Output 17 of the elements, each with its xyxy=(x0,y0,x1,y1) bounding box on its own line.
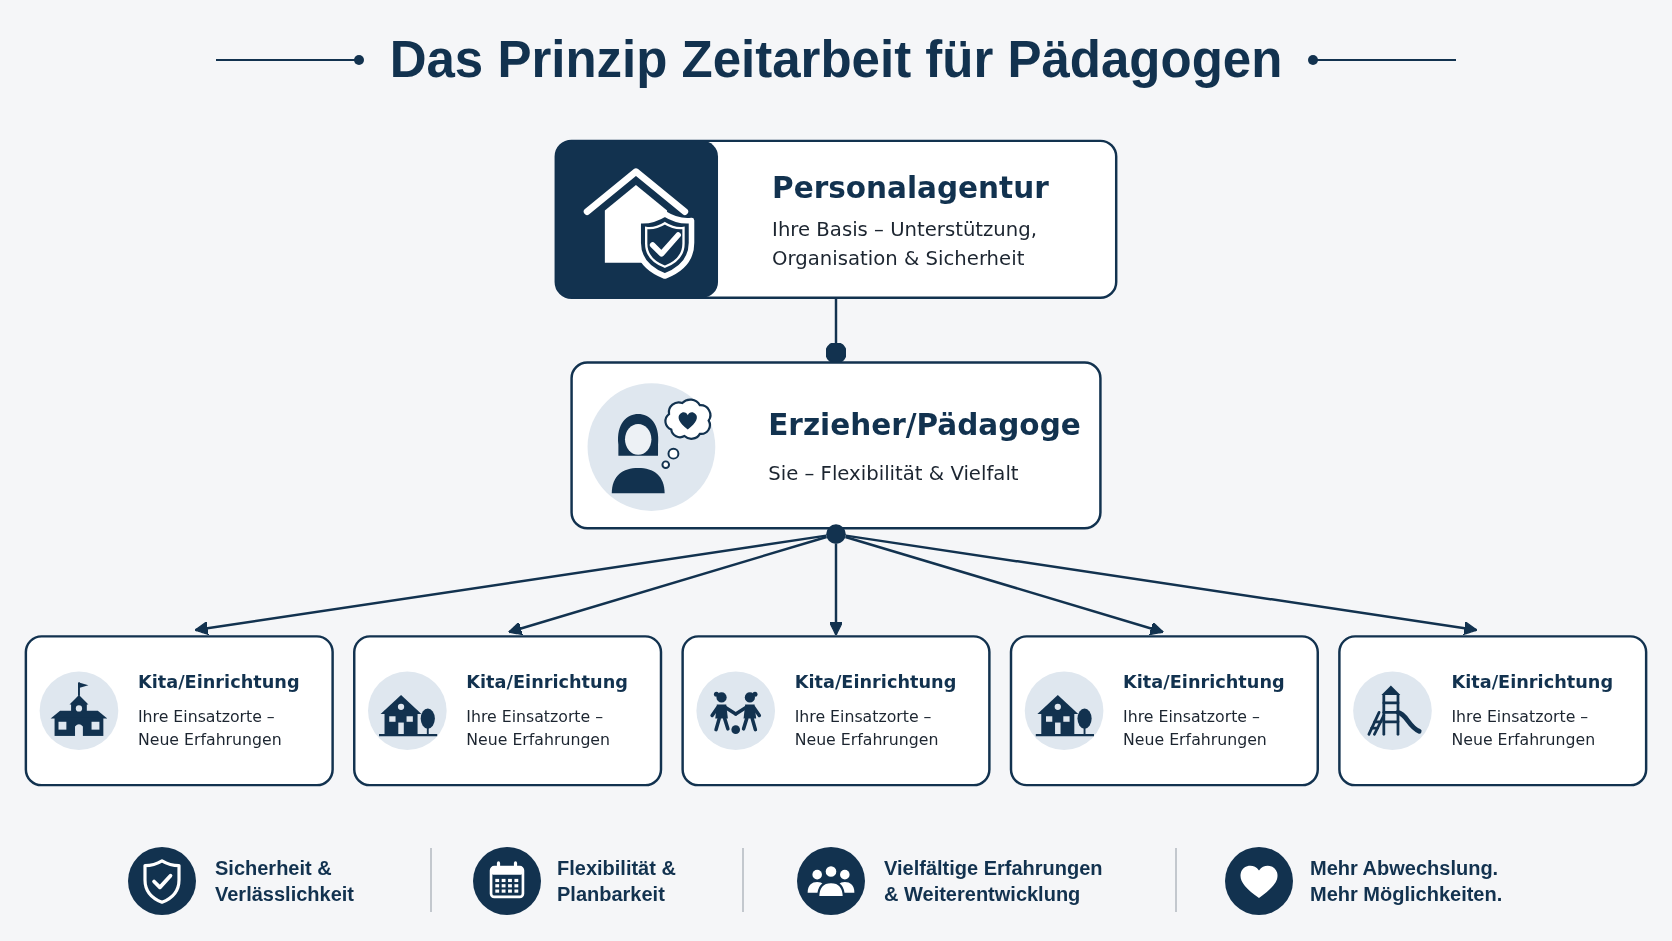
feature-text: Sicherheit & Verlässlichkeit xyxy=(215,856,355,907)
feature-text: Mehr Abwechslung. Mehr Möglichkeiten. xyxy=(1310,856,1504,907)
title: Das Prinzip Zeitarbeit für Pädagogen xyxy=(389,30,1283,91)
node-text: Kita/Einrichtung Ihre Einsatzorte – Neue Erfahrungen xyxy=(1451,670,1615,751)
arrow xyxy=(845,534,1478,636)
node-text: Kita/Einrichtung Ihre Einsatzorte – Neue Erfahrungen xyxy=(1123,670,1286,751)
arrow xyxy=(845,535,1164,636)
arrow xyxy=(828,543,844,636)
node-text: Kita/Einrichtung Ihre Einsatzorte – Neue Erfahrungen xyxy=(794,670,958,751)
node-text: Kita/Einrichtung Ihre Einsatzorte – Neue Erfahrungen xyxy=(466,670,629,751)
arrow xyxy=(194,534,827,636)
feature-text: Vielfältige Erfahrungen & Weiterentwicklung xyxy=(884,856,1104,907)
node-text: Personalagentur Ihre Basis – Unterstützung, Organisation & Sicherheit xyxy=(772,169,1050,272)
arrow xyxy=(508,535,827,636)
node-text: Erzieher/Pädagoge Sie – Flexibilität & Vielfalt xyxy=(768,406,1081,486)
feature-text: Flexibilität & Planbarkeit xyxy=(557,856,677,907)
node-text: Kita/Einrichtung Ihre Einsatzorte – Neue Erfahrungen xyxy=(137,670,301,751)
